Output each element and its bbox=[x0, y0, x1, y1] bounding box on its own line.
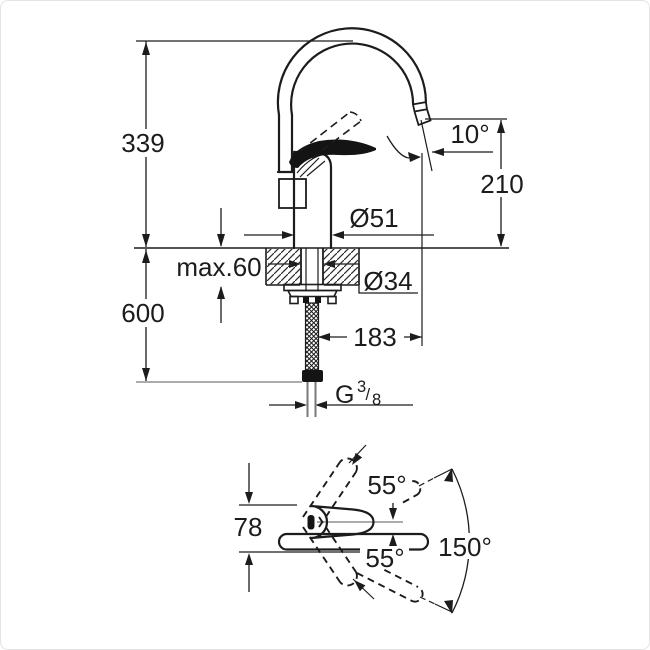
countertop-section bbox=[265, 248, 360, 286]
hose-fitting bbox=[302, 370, 323, 382]
lever-down-position-dashed bbox=[302, 516, 358, 587]
faucet-plan-outline bbox=[277, 504, 430, 551]
mounting-assembly bbox=[283, 248, 342, 417]
flexible-hose-braided bbox=[304, 302, 320, 371]
thread-denominator-label: 8 bbox=[372, 391, 381, 409]
dim-dia34-label: Ø34 bbox=[363, 266, 412, 296]
dim-78-label: 78 bbox=[234, 512, 263, 542]
spout-down-position-dashed bbox=[356, 558, 424, 603]
dim-10deg-label: 10° bbox=[450, 119, 489, 149]
top-view-dimension-lines bbox=[239, 444, 470, 614]
dim-210-label: 210 bbox=[480, 169, 523, 199]
lever-plan bbox=[310, 504, 375, 540]
lever-handle-side bbox=[289, 139, 376, 168]
thread-size-label: G 3 / 8 bbox=[335, 378, 381, 409]
dim-600-label: 600 bbox=[121, 298, 164, 328]
dim-183-label: 183 bbox=[353, 322, 396, 352]
lever-pivot-dot bbox=[307, 515, 315, 530]
aerator-seam bbox=[412, 101, 428, 113]
lever-up-position-dashed bbox=[302, 457, 358, 528]
dim-339-label: 339 bbox=[121, 128, 164, 158]
lever-raised-dashed bbox=[299, 111, 362, 159]
thread-g-label: G bbox=[335, 381, 354, 409]
connection-tube bbox=[306, 382, 317, 417]
rotated-positions-dashed bbox=[302, 457, 424, 603]
dim-max60-label: max.60 bbox=[176, 252, 261, 282]
mounting-nut bbox=[286, 289, 339, 298]
dim-150-label: 150° bbox=[438, 532, 492, 562]
thread-numerator-label: 3 bbox=[357, 378, 366, 396]
side-connection-box bbox=[278, 178, 307, 209]
thread-slash-label: / bbox=[366, 386, 371, 404]
dim-dia51-label: Ø51 bbox=[349, 203, 398, 233]
side-view-dimension-lines bbox=[134, 40, 509, 409]
top-view-figure: 78 55° 55° 150° bbox=[234, 444, 495, 614]
faucet-side-outline bbox=[276, 27, 432, 250]
spout-tip bbox=[413, 108, 432, 127]
dim-55-upper-label: 55° bbox=[367, 470, 406, 500]
side-view-figure: 339 600 max.60 Ø51 Ø34 183 210 10° G 3 /… bbox=[121, 27, 524, 417]
dim-55-lower-label: 55° bbox=[365, 543, 404, 573]
